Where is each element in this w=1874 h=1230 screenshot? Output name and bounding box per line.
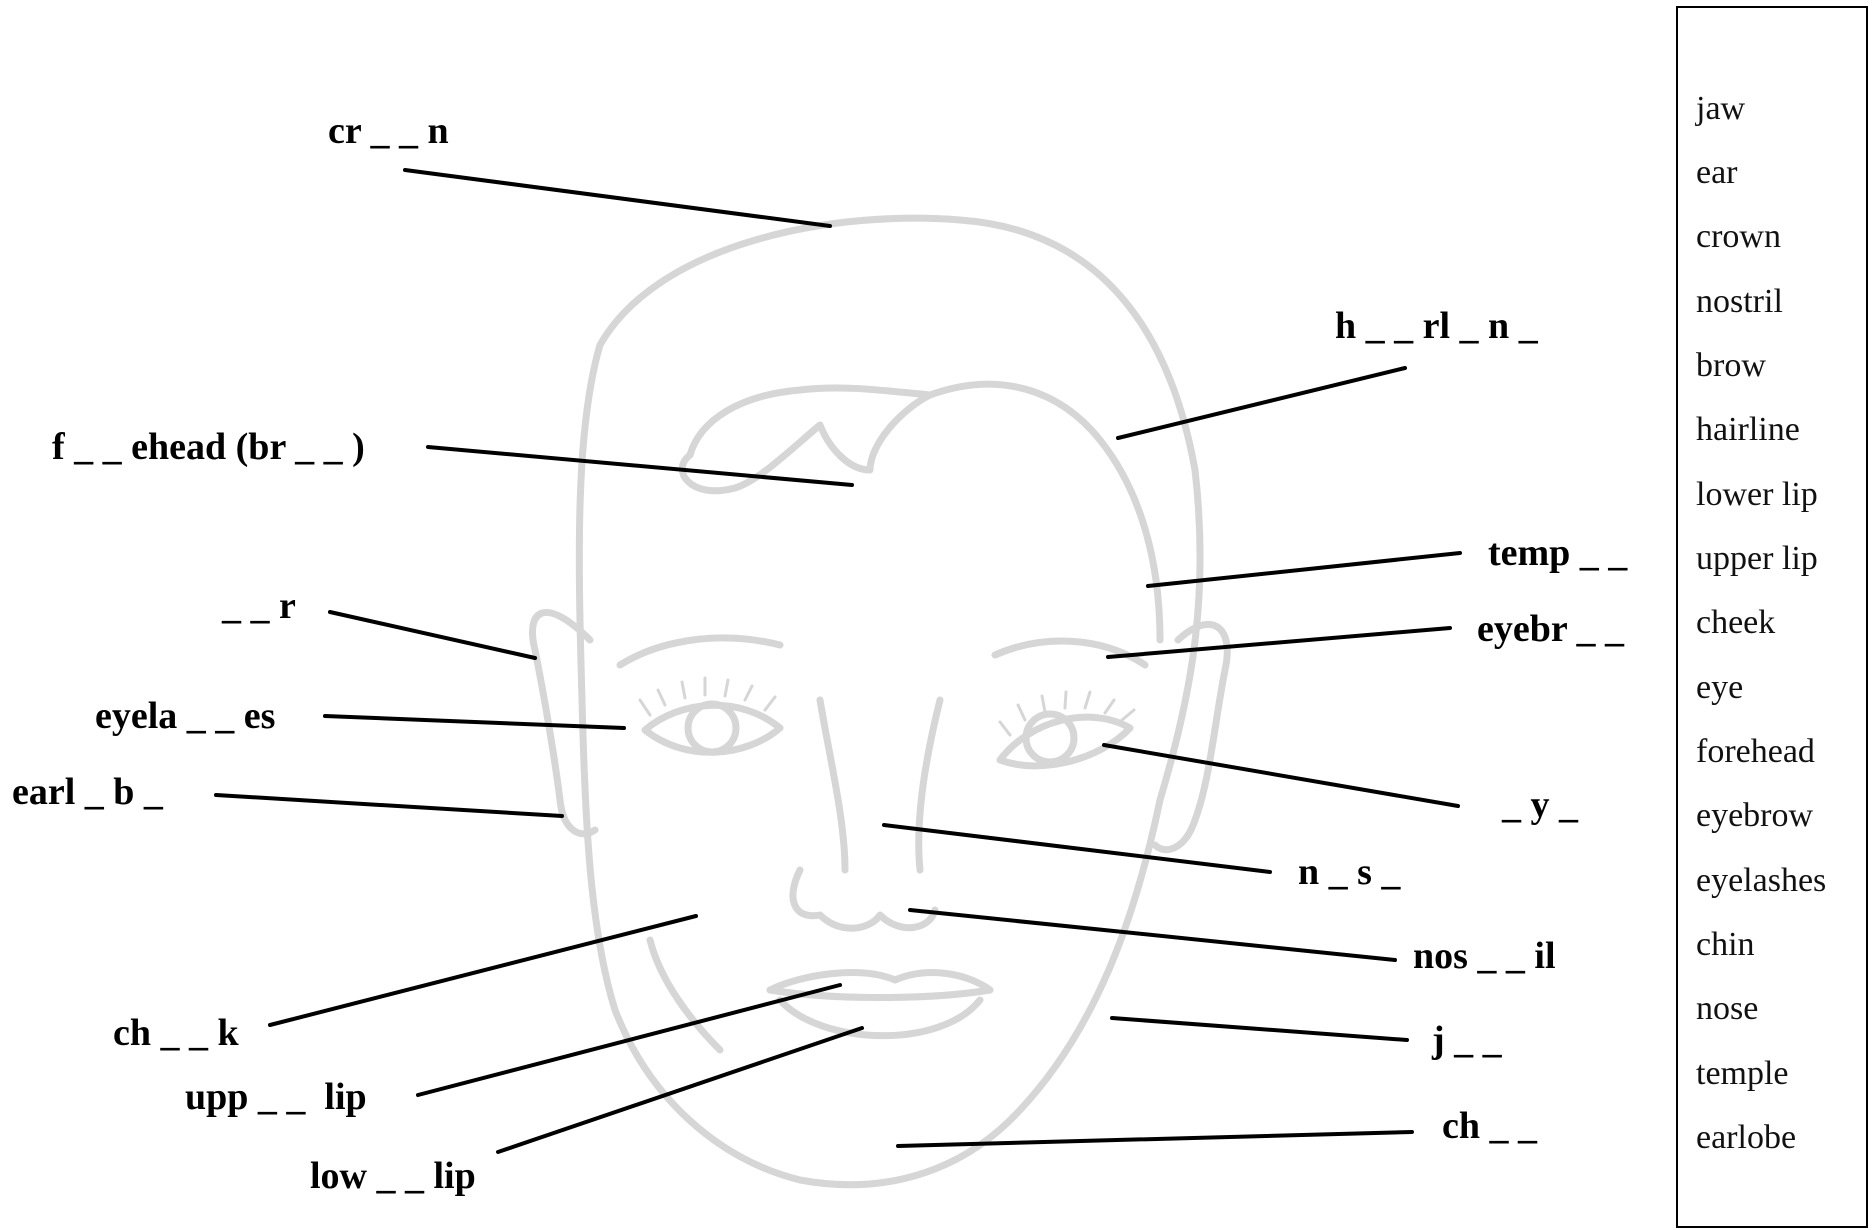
leader-eye — [1102, 743, 1460, 808]
word-bank-item: eye — [1696, 669, 1744, 706]
label-chin: ch _ _ — [1442, 1105, 1537, 1147]
head-outline — [575, 214, 1204, 1189]
word-bank-item: cheek — [1696, 604, 1776, 641]
lower-lip-outline — [776, 996, 984, 1040]
leader-temple — [1146, 551, 1462, 588]
word-bank-item: earlobe — [1696, 1119, 1797, 1156]
label-cheek: ch _ _ k — [113, 1012, 239, 1054]
label-jaw: j _ _ — [1432, 1019, 1502, 1061]
word-bank-item: hairline — [1696, 411, 1800, 448]
leader-eyebrow — [1106, 626, 1452, 659]
upper-lip-outline — [766, 969, 994, 994]
word-bank-item: eyelashes — [1696, 862, 1827, 899]
left-eyebrow-outline — [616, 634, 784, 669]
word-bank-item: crown — [1696, 218, 1781, 255]
label-upper-lip: upp _ _ lip — [185, 1076, 367, 1118]
left-iris — [684, 700, 740, 756]
leader-hairline — [1116, 366, 1407, 440]
leader-crown — [403, 168, 832, 228]
label-nose: n _ s _ — [1298, 851, 1401, 893]
label-crown: cr _ _ n — [328, 110, 449, 152]
word-bank-item: forehead — [1696, 733, 1815, 770]
leader-jaw — [1110, 1016, 1409, 1042]
word-bank-item: eyebrow — [1696, 797, 1814, 834]
right-ear-outline — [1151, 620, 1231, 854]
nose-bridge-right — [915, 696, 944, 874]
leader-eyelashes — [323, 714, 626, 730]
word-bank-item: chin — [1696, 926, 1755, 963]
word-bank-item: nose — [1696, 990, 1759, 1027]
leader-forehead — [426, 445, 854, 487]
label-lower-lip: low _ _ lip — [310, 1155, 476, 1197]
label-eyebrow: eyebr _ _ — [1477, 608, 1625, 650]
nose-bridge-left — [816, 696, 849, 874]
face-illustration — [528, 214, 1231, 1189]
leader-upper-lip — [416, 983, 842, 1097]
leader-nose — [882, 823, 1272, 874]
leader-earlobe — [214, 793, 564, 818]
nose-bottom — [789, 866, 939, 932]
word-bank-item: temple — [1696, 1055, 1789, 1092]
label-earlobe: earl _ b _ — [12, 771, 163, 813]
lips-mouth-line — [766, 986, 994, 1001]
word-bank-item: jaw — [1696, 90, 1746, 127]
left-eyelashes-outline — [638, 676, 777, 717]
word-bank-item: upper lip — [1696, 540, 1818, 577]
right-iris — [1022, 710, 1078, 766]
leader-cheek — [268, 914, 698, 1027]
label-hairline: h _ _ rl _ n _ — [1335, 305, 1538, 347]
word-bank-item: nostril — [1696, 283, 1783, 320]
label-forehead: f _ _ ehead (br _ _ ) — [52, 426, 365, 468]
leader-ear — [328, 610, 537, 660]
right-eye-outline — [996, 713, 1134, 770]
label-ear: _ _ r — [222, 585, 296, 627]
leader-lower-lip — [496, 1026, 864, 1154]
cheek-contour — [646, 936, 724, 1054]
word-bank-item: ear — [1696, 154, 1738, 191]
right-eyebrow-outline — [991, 637, 1149, 669]
word-bank-item: lower lip — [1696, 476, 1818, 513]
label-nostril: nos _ _ il — [1413, 935, 1556, 977]
hairline-shape — [678, 380, 1164, 644]
left-ear-outline — [528, 608, 599, 838]
right-eyelashes-outline — [998, 690, 1136, 737]
leader-lines — [214, 168, 1462, 1154]
label-temple: temp _ _ — [1488, 532, 1628, 574]
leader-chin — [896, 1130, 1414, 1148]
word-bank-item: brow — [1696, 347, 1766, 384]
word-bank: jaw ear crown nostril brow hairline lowe… — [1676, 6, 1868, 1228]
label-eye: _ y _ — [1502, 784, 1578, 826]
label-eyelashes: eyela _ _ es — [95, 695, 276, 737]
leader-nostril — [908, 908, 1397, 962]
left-eye-outline — [641, 701, 784, 756]
hairline-left — [686, 384, 934, 459]
